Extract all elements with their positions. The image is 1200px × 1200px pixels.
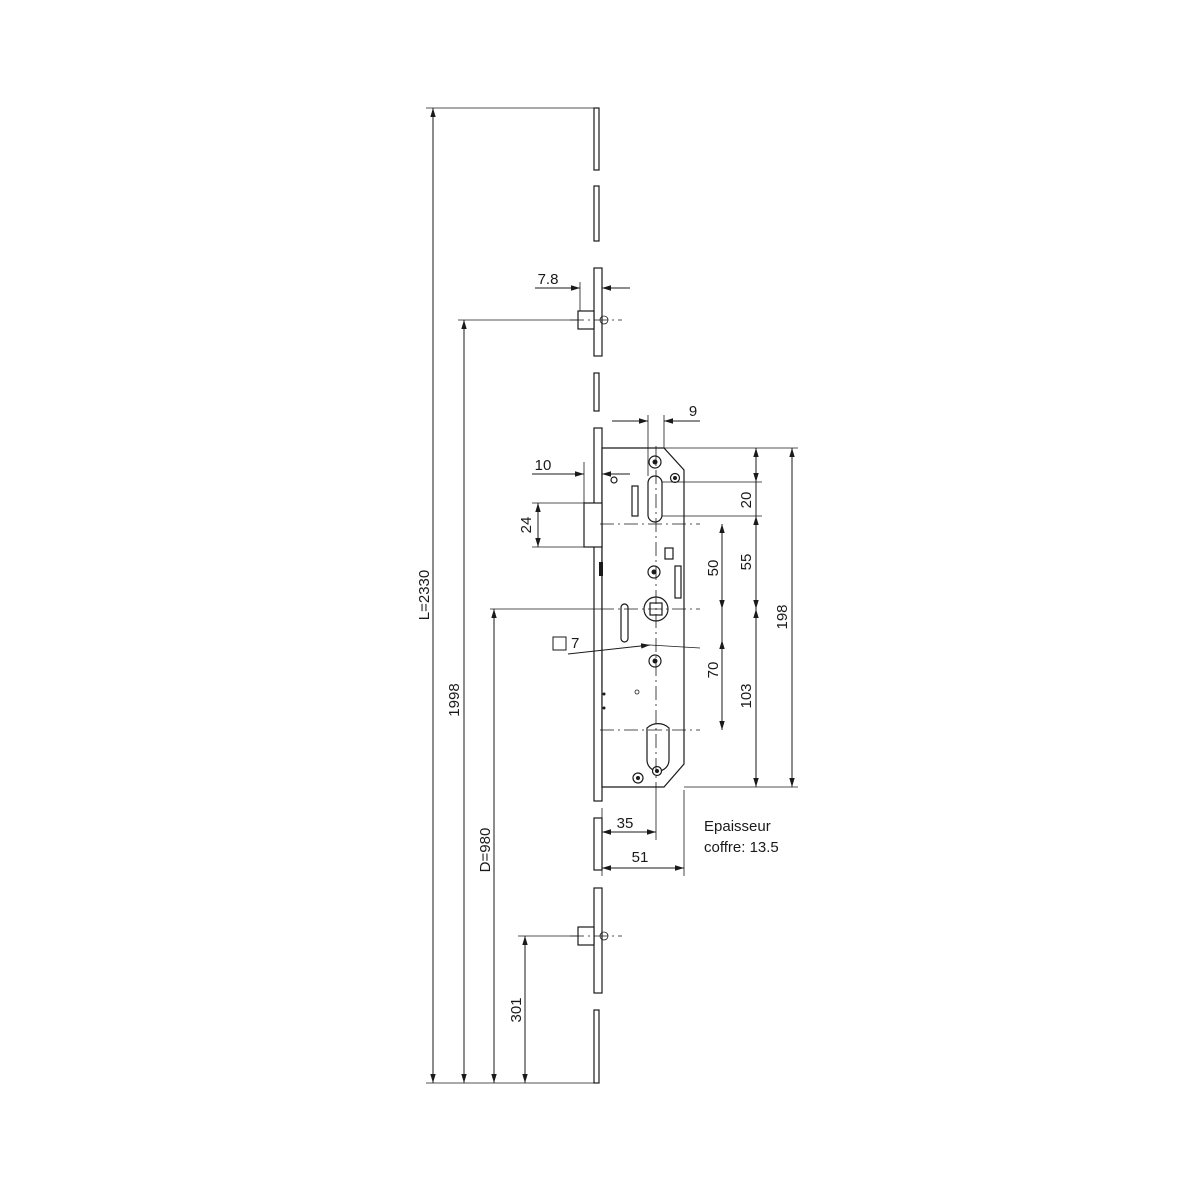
dim-50: 50 [705,560,722,577]
dim-case-width: 51 [632,849,649,866]
dim-198: 198 [774,604,791,629]
dimension-lines [430,108,795,1083]
dim-latch-depth: 10 [535,457,552,474]
dim-total-length: L=2330 [416,570,433,620]
dim-top-offset: 9 [689,403,697,420]
lower-roller-bolt [570,926,622,946]
dim-backset: 35 [617,815,634,832]
dim-upper-roller-height: 1998 [446,683,463,716]
dim-70: 70 [705,662,722,679]
note-line-1: Epaisseur [704,818,771,835]
faceplate [593,107,603,1084]
thickness-note: Epaisseur coffre: 13.5 [704,818,779,856]
dim-spindle-square: 7 [571,635,579,652]
dim-55: 55 [738,554,755,571]
dim-roller-offset: 7.8 [538,271,559,288]
dim-handle-height: D=980 [477,828,494,873]
dim-103: 103 [738,683,755,708]
upper-roller-bolt [570,310,622,330]
extension-lines [426,107,798,1084]
dim-latch-height: 24 [518,517,535,534]
note-line-2: coffre: 13.5 [704,839,779,856]
dimension-labels: L=2330 1998 D=980 301 7.8 9 10 24 7 20 5… [416,271,791,1023]
dim-lower-roller-height: 301 [508,997,525,1022]
dim-20: 20 [738,492,755,509]
center-lines [600,446,700,790]
